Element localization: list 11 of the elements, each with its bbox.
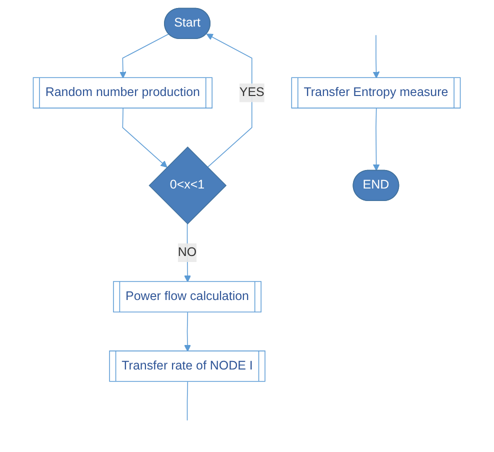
edge-label: YES	[240, 86, 265, 100]
connector	[187, 381, 188, 421]
arrow	[373, 108, 380, 171]
arrow	[373, 34, 380, 78]
arrow	[184, 223, 192, 282]
node-diamond: 0<x<1	[148, 146, 227, 224]
edge-label: NO	[178, 246, 197, 259]
arrow	[184, 312, 192, 352]
arrow	[206, 34, 252, 168]
arrow	[122, 108, 168, 168]
arrow	[120, 34, 170, 78]
